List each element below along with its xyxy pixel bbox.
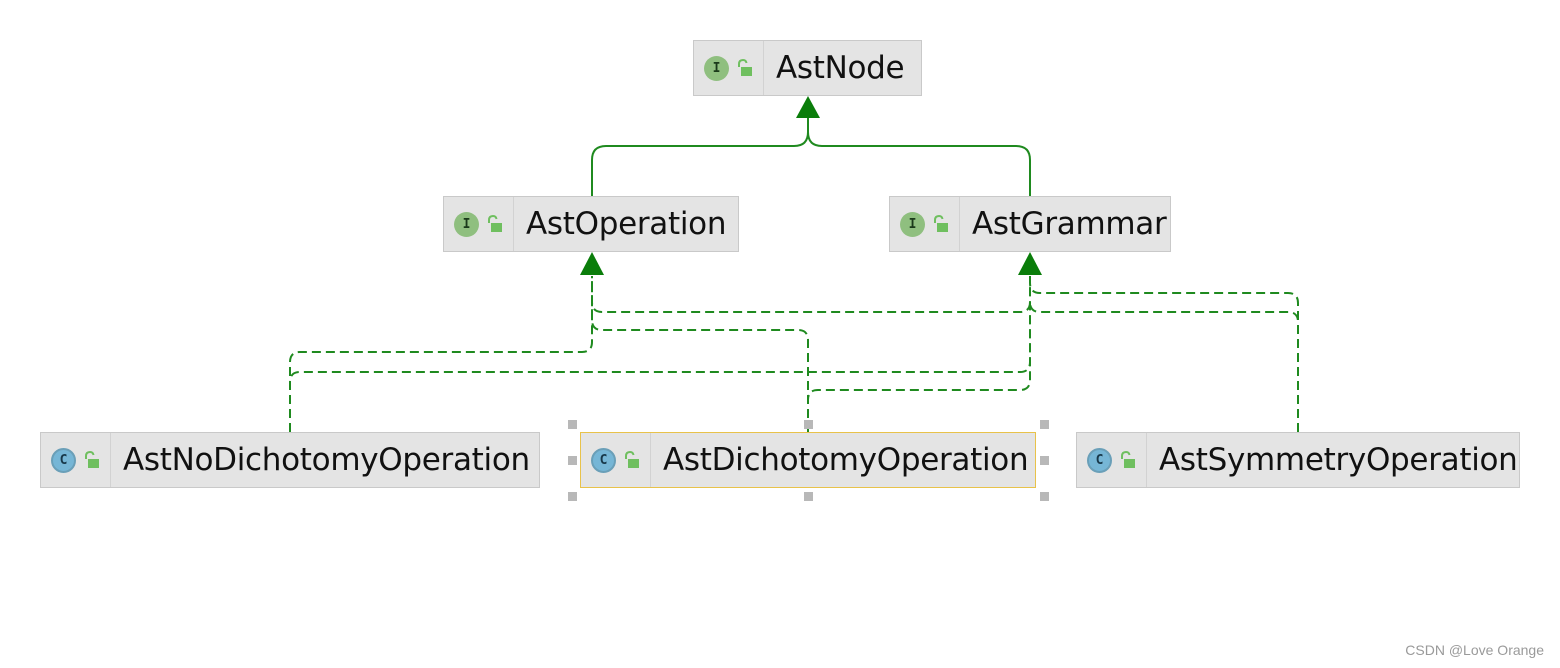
open-lock-icon	[625, 451, 639, 468]
open-lock-icon	[1121, 451, 1135, 468]
edge-astsymmetry-astgrammar	[1029, 276, 1299, 432]
arrowhead-astoperation	[580, 252, 604, 275]
node-label: AstOperation	[526, 206, 727, 242]
edge-astsymmetry-astoperation	[591, 276, 1299, 432]
arrowhead-astnode	[796, 96, 820, 118]
resize-handle-bottom[interactable]	[804, 492, 813, 501]
class-icon: C	[51, 447, 76, 473]
node-astnodichotomyoperation[interactable]: C AstNoDichotomyOperation	[40, 432, 540, 488]
node-astsymmetryoperation[interactable]: C AstSymmetryOperation	[1076, 432, 1520, 488]
watermark: CSDN @Love Orange	[1405, 642, 1544, 658]
resize-handle-right[interactable]	[1040, 456, 1049, 465]
class-icon: C	[1087, 447, 1112, 473]
node-astnode-icons: I	[694, 41, 764, 95]
node-label: AstNoDichotomyOperation	[123, 442, 530, 478]
open-lock-icon	[934, 215, 948, 232]
resize-handle-top-right[interactable]	[1040, 420, 1049, 429]
open-lock-icon	[85, 451, 99, 468]
class-icon: C	[591, 447, 616, 473]
node-astoperation[interactable]: I AstOperation	[443, 196, 739, 252]
open-lock-icon	[488, 215, 502, 232]
interface-icon: I	[454, 211, 479, 237]
edge-astoperation-astnode	[591, 118, 809, 196]
node-label: AstDichotomyOperation	[663, 442, 1029, 478]
node-astnodichotomyoperation-icons: C	[41, 433, 111, 487]
node-astdichotomyoperation-icons: C	[581, 433, 651, 487]
edge-astnodichotomy-astoperation	[289, 276, 593, 432]
arrowhead-astgrammar	[1018, 252, 1042, 275]
resize-handle-top[interactable]	[804, 420, 813, 429]
open-lock-icon	[738, 59, 752, 76]
resize-handle-bottom-left[interactable]	[568, 492, 577, 501]
node-label: AstNode	[776, 50, 905, 86]
edge-astnodichotomy-astgrammar	[289, 276, 1031, 432]
edge-astdichotomy-astoperation	[591, 276, 809, 432]
node-astdichotomyoperation[interactable]: C AstDichotomyOperation	[580, 432, 1036, 488]
edge-astdichotomy-astgrammar	[807, 276, 1031, 432]
node-astnode[interactable]: I AstNode	[693, 40, 922, 96]
node-label: AstGrammar	[972, 206, 1167, 242]
node-astgrammar-icons: I	[890, 197, 960, 251]
node-astoperation-icons: I	[444, 197, 514, 251]
resize-handle-bottom-right[interactable]	[1040, 492, 1049, 501]
node-label: AstSymmetryOperation	[1159, 442, 1518, 478]
resize-handle-top-left[interactable]	[568, 420, 577, 429]
interface-icon: I	[900, 211, 925, 237]
node-astsymmetryoperation-icons: C	[1077, 433, 1147, 487]
interface-icon: I	[704, 55, 729, 81]
node-astgrammar[interactable]: I AstGrammar	[889, 196, 1171, 252]
edge-astgrammar-astnode	[807, 131, 1031, 196]
resize-handle-left[interactable]	[568, 456, 577, 465]
